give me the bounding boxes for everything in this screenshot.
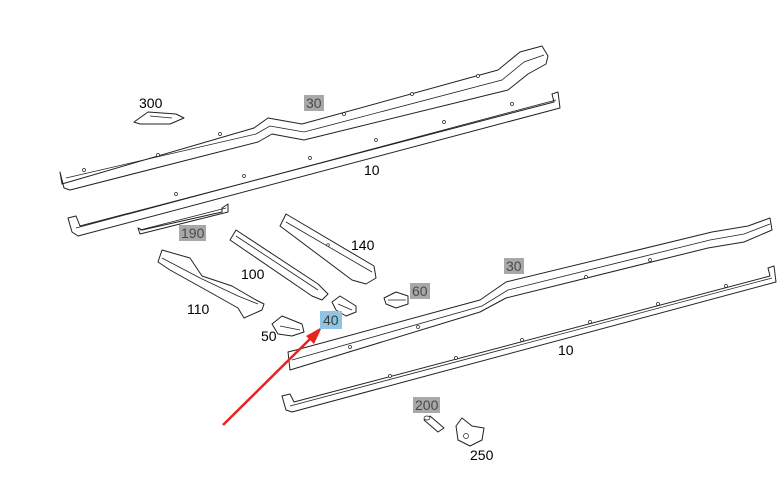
label-200[interactable]: 200 <box>413 397 441 413</box>
pointer-arrow <box>222 327 322 426</box>
pin-200[interactable] <box>423 415 445 433</box>
label-10-lower[interactable]: 10 <box>558 342 574 358</box>
bracket-50[interactable] <box>271 315 305 337</box>
label-40-selected[interactable]: 40 <box>320 311 342 329</box>
label-110[interactable]: 110 <box>187 301 210 317</box>
bracket-60[interactable] <box>383 291 409 309</box>
crossmember-100[interactable] <box>229 229 329 301</box>
frame-rail-lower-30[interactable] <box>287 217 773 371</box>
frame-rail-upper-30[interactable] <box>59 45 549 191</box>
frame-rail-upper-10[interactable] <box>67 91 561 237</box>
crossmember-140[interactable] <box>279 213 377 285</box>
label-300[interactable]: 300 <box>139 95 163 111</box>
bracket-250[interactable] <box>455 417 485 447</box>
label-250[interactable]: 250 <box>470 447 494 463</box>
label-140[interactable]: 140 <box>351 237 375 253</box>
label-30-upper[interactable]: 30 <box>304 95 324 111</box>
crossmember-190[interactable] <box>137 203 229 235</box>
crossmember-110[interactable] <box>157 249 265 319</box>
label-100[interactable]: 100 <box>241 266 265 282</box>
frame-rail-lower-10[interactable] <box>281 265 777 413</box>
label-10-upper[interactable]: 10 <box>364 162 380 178</box>
label-50[interactable]: 50 <box>261 328 277 344</box>
label-30-lower[interactable]: 30 <box>504 258 524 274</box>
label-60[interactable]: 60 <box>410 283 430 299</box>
bracket-300[interactable] <box>133 111 185 125</box>
label-190[interactable]: 190 <box>179 225 207 241</box>
